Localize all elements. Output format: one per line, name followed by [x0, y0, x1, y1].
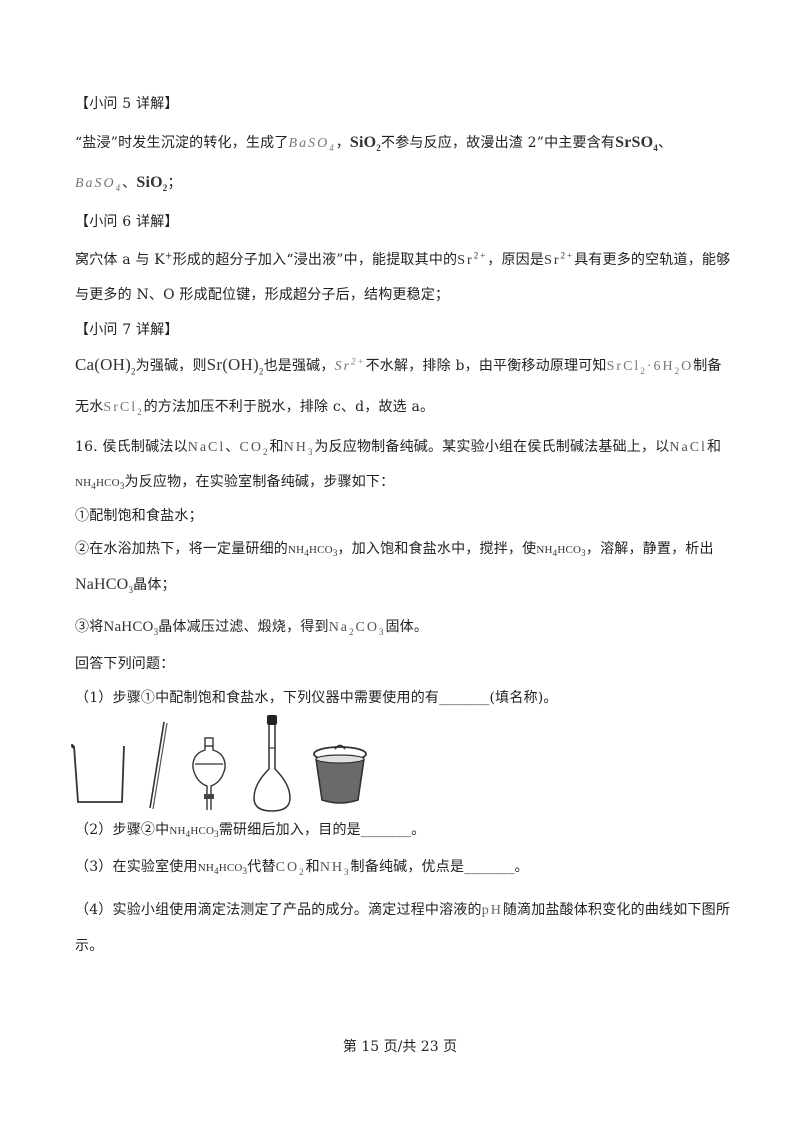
- formula-ph: pH: [481, 903, 503, 918]
- page-footer: 第 15 页/共 23 页: [342, 1039, 458, 1055]
- q16-sub3: （3）在实验室使用NH4HCO3代替CO2和NH3制备纯碱，优点是_______…: [75, 859, 529, 877]
- formula-sio2: SiO2: [136, 174, 168, 194]
- formula-sr-ion: Sr2+: [334, 356, 366, 374]
- formula-nh3: NH3: [283, 440, 315, 457]
- formula-nh3: NH3: [319, 860, 351, 877]
- q5-heading: 【小问 5 详解】: [75, 96, 179, 112]
- q16-sub4-line2: 示。: [75, 938, 104, 954]
- q16-sub1: （1）步骤①中配制饱和食盐水，下列仪器中需要使用的有_______(填名称)。: [75, 690, 558, 706]
- formula-sr-ion: Sr2+: [544, 250, 575, 268]
- q7-line1: Ca(OH)2为强碱，则Sr(OH)2也是强碱，Sr2+不水解，排除 b，由平衡…: [75, 355, 722, 377]
- formula-nh4hco3: NH4HCO3: [75, 477, 125, 492]
- formula-co2: CO2: [239, 440, 270, 457]
- q16-step3: ③将NaHCO3晶体减压过滤、煅烧，得到Na2CO3固体。: [75, 619, 429, 637]
- q16-answer-prompt: 回答下列问题：: [75, 656, 175, 672]
- q7-line2: 无水SrCl2的方法加压不利于脱水，排除 c、d，故选 a。: [75, 399, 435, 417]
- formula-na2co3: Na2CO3: [328, 620, 386, 637]
- formula-srcl2-6h2o: SrCl2·6H2O: [606, 359, 694, 376]
- formula-baso4: BaSO4: [75, 176, 123, 193]
- separatory-funnel-icon: [192, 737, 226, 810]
- formula-srcl2: SrCl2: [103, 400, 144, 417]
- formula-nh4hco3: NH4HCO3: [288, 544, 338, 559]
- q16-sub4-line1: （4）实验小组使用滴定法测定了产品的成分。滴定过程中溶液的pH随滴加盐酸体积变化…: [75, 902, 731, 918]
- q16-step2-line2: NaHCO3晶体；: [75, 576, 176, 596]
- q16-step2-line1: ②在水浴加热下，将一定量研细的NH4HCO3，加入饱和食盐水中，搅拌，使NH4H…: [75, 541, 714, 559]
- volumetric-flask-icon: [253, 715, 291, 812]
- q6-line2: 与更多的 N、O 形成配位键，形成超分子后，结构更稳定；: [75, 287, 450, 303]
- q16-intro-line1: 16. 侯氏制碱法以NaCl、CO2和NH3为反应物制备纯碱。某实验小组在侯氏制…: [75, 439, 722, 457]
- formula-caoh2: Ca(OH)2: [75, 355, 136, 377]
- formula-co2: CO2: [275, 860, 306, 877]
- formula-nahco3: NaHCO3: [75, 576, 134, 596]
- formula-nh4hco3: NH4HCO3: [169, 825, 219, 840]
- formula-nahco3: NaHCO3: [103, 619, 159, 637]
- q6-heading: 【小问 6 详解】: [75, 214, 179, 230]
- q5-line1: “盐浸”时发生沉淀的转化，生成了BaSO4，SiO2不参与反应，故漫出渣 2”中…: [75, 134, 673, 154]
- formula-sroh2: Sr(OH)2: [206, 355, 264, 377]
- q7-heading: 【小问 7 详解】: [75, 322, 179, 338]
- beaker-icon: [71, 743, 125, 803]
- crucible-icon: [313, 744, 367, 804]
- q16-step1: ①配制饱和食盐水；: [75, 508, 203, 524]
- q16-sub2: （2）步骤②中NH4HCO3需研细后加入，目的是_______。: [75, 822, 426, 840]
- formula-nh4hco3: NH4HCO3: [536, 544, 586, 559]
- formula-baso4: BaSO4: [288, 136, 336, 153]
- q5-line2: BaSO4、SiO2；: [75, 174, 182, 194]
- glass-rod-icon: [149, 721, 168, 810]
- q6-line1: 窝穴体 a 与 K+形成的超分子加入“浸出液”中，能提取其中的Sr2+，原因是S…: [75, 250, 731, 268]
- q16-intro-line2: NH4HCO3为反应物，在实验室制备纯碱，步骤如下：: [75, 474, 395, 492]
- formula-nh4hco3: NH4HCO3: [197, 862, 248, 877]
- formula-sio2: SiO2: [349, 134, 381, 154]
- formula-srso4: SrSO4: [615, 134, 658, 154]
- apparatus-row: [70, 712, 370, 812]
- formula-sr-ion: Sr2+: [457, 250, 488, 268]
- formula-nacl: NaCl: [669, 440, 707, 455]
- formula-nacl: NaCl: [187, 440, 226, 455]
